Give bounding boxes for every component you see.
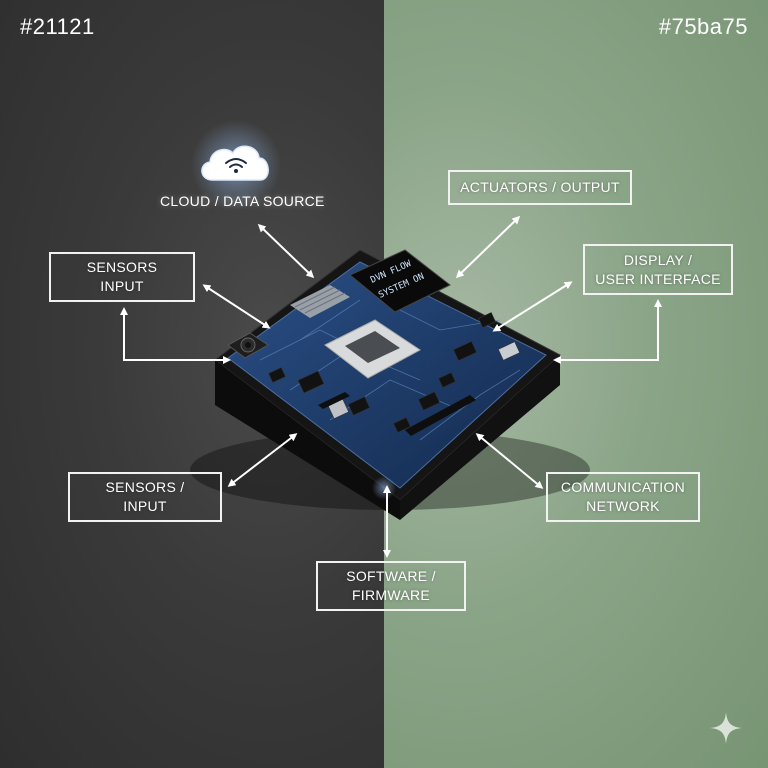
cloud-label: CLOUD / DATA SOURCE bbox=[160, 193, 325, 209]
oled-display: DVN FLOW SYSTEM ON bbox=[349, 249, 451, 313]
sensors-input-top-box: SENSORS INPUT bbox=[49, 252, 195, 302]
camera-module bbox=[227, 332, 269, 359]
pin-headers bbox=[318, 392, 476, 436]
left-color-code: #21121 bbox=[20, 14, 95, 39]
communication-network-box: COMMUNICATION NETWORK bbox=[546, 472, 700, 522]
arrow-actuators bbox=[455, 215, 521, 279]
software-firmware-box: SOFTWARE / FIRMWARE bbox=[316, 561, 466, 611]
connector-arrows bbox=[120, 215, 662, 558]
actuators-label: ACTUATORS / OUTPUT bbox=[460, 179, 620, 195]
actuators-box: ACTUATORS / OUTPUT bbox=[448, 170, 632, 205]
communication-line-2: NETWORK bbox=[586, 498, 660, 514]
right-color-code: #75ba75 bbox=[658, 14, 748, 39]
heatsink bbox=[290, 285, 350, 318]
display-line-2: USER INTERFACE bbox=[595, 270, 721, 287]
software-line-2: FIRMWARE bbox=[351, 587, 431, 603]
device-case-left-side bbox=[215, 360, 400, 520]
sensors-top-line-1: SENSORS bbox=[86, 259, 158, 275]
display-ui-box: DISPLAY / USER INTERFACE bbox=[583, 244, 733, 295]
sensors-bottom-line-1: SENSORS / bbox=[105, 479, 185, 495]
arrow-sensors-left bbox=[120, 307, 231, 364]
arrow-cloud bbox=[257, 223, 315, 279]
arrow-sensors-top bbox=[202, 284, 271, 329]
communication-line-1: COMMUNICATION bbox=[560, 479, 686, 495]
cloud-wifi-icon bbox=[201, 145, 269, 181]
small-components bbox=[268, 312, 521, 433]
software-line-1: SOFTWARE / bbox=[346, 568, 436, 584]
display-line-1: DISPLAY / bbox=[623, 251, 693, 268]
arrow-communication bbox=[475, 433, 544, 489]
arrow-sensors-bottom bbox=[227, 433, 298, 487]
sensors-bottom-line-2: INPUT bbox=[123, 498, 167, 514]
arrow-display bbox=[492, 281, 573, 332]
sparkle-icon bbox=[710, 712, 742, 744]
main-processor-chip bbox=[324, 319, 421, 379]
port-glow bbox=[372, 476, 396, 500]
arrow-display-right bbox=[553, 299, 662, 364]
sensors-top-line-2: INPUT bbox=[100, 278, 144, 294]
sensors-input-bottom-box: SENSORS / INPUT bbox=[68, 472, 222, 522]
